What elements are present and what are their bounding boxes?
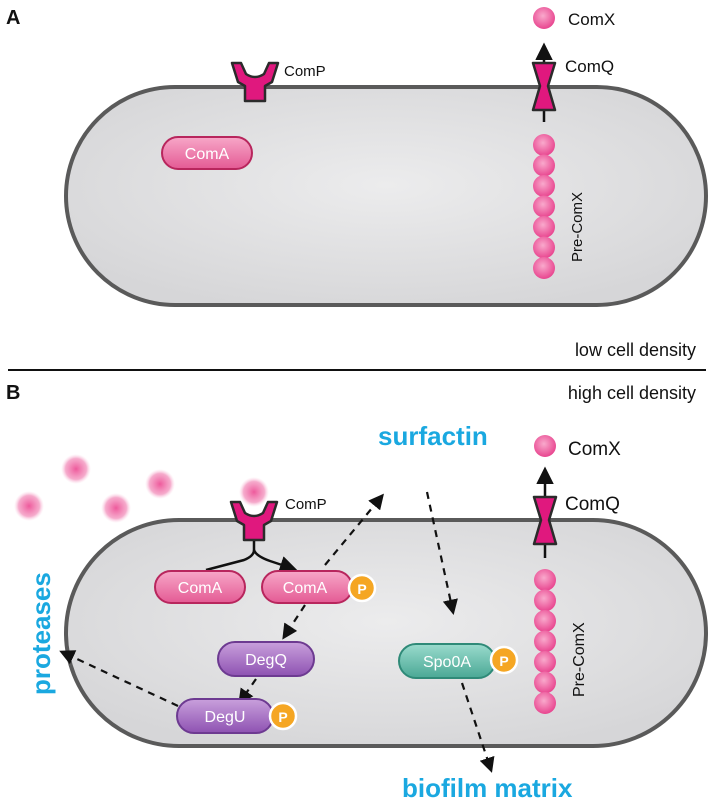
free-comx-bead <box>61 454 91 484</box>
cell-b <box>64 518 708 748</box>
phosphate-label: P <box>278 709 287 725</box>
phosphate-icon <box>347 573 377 603</box>
comp-label-a: ComP <box>284 63 326 80</box>
comx-bead-b <box>534 435 556 457</box>
comq-transporter-a <box>531 61 557 112</box>
panel-a-label: A <box>6 7 20 29</box>
coma-protein-b <box>154 570 246 604</box>
comp-receptor-a <box>230 61 280 103</box>
high-density-label: high cell density <box>568 383 696 403</box>
surfactin-label: surfactin <box>378 421 488 451</box>
comp-label-b: ComP <box>285 496 327 513</box>
panel-b-label: B <box>6 382 20 404</box>
proteases-label: proteases <box>26 572 56 695</box>
precomx-bead <box>534 671 556 694</box>
coma-p-label: ComA <box>283 580 328 597</box>
coma-protein-a <box>161 136 253 170</box>
precomx-bead <box>534 589 556 612</box>
precomx-bead <box>533 154 555 177</box>
precomx-label-b: Pre-ComX <box>571 622 588 697</box>
comq-transporter-b <box>532 495 558 546</box>
degq-to-degu-arrow <box>238 678 257 705</box>
spo0a-to-biofilm-arrow <box>460 682 495 773</box>
comp-phosphorylation-arrow <box>252 549 298 573</box>
low-density-label: low cell density <box>575 340 696 360</box>
comx-bead-a <box>533 7 555 29</box>
biofilm-label: biofilm matrix <box>402 773 573 803</box>
bound-comx-bead <box>239 477 269 507</box>
precomx-bead <box>533 134 555 156</box>
precomx-bead <box>534 569 556 591</box>
phosphate-label: P <box>357 581 366 597</box>
coma-to-surfactin-arrow <box>324 493 384 566</box>
extracellular-comx <box>14 454 269 523</box>
precomx-bead <box>534 630 556 653</box>
precomx-bead <box>533 257 555 279</box>
precomx-bead <box>534 610 556 632</box>
precomx-chain-a <box>533 134 555 279</box>
degq-protein <box>217 641 315 677</box>
degu-label: DegU <box>205 709 246 726</box>
free-comx-bead <box>101 493 131 523</box>
phosphate-icon <box>489 645 519 675</box>
degq-label: DegQ <box>245 652 287 669</box>
free-comx-bead <box>14 491 44 521</box>
precomx-bead <box>533 236 555 259</box>
comq-label-a: ComQ <box>565 57 614 76</box>
free-comx-bead <box>145 469 175 499</box>
phosphate-label: P <box>499 653 508 669</box>
coma-label-a: ComA <box>185 146 230 163</box>
spo0a-label: Spo0A <box>423 654 471 671</box>
precomx-label-a: Pre-ComX <box>569 192 586 262</box>
coma-label-b: ComA <box>178 580 223 597</box>
comq-label-b: ComQ <box>565 494 620 515</box>
cell-a <box>64 85 708 307</box>
precomx-bead <box>534 692 556 714</box>
precomx-bead <box>533 216 555 238</box>
coma-to-degq-arrow <box>282 604 306 640</box>
precomx-bead <box>534 651 556 673</box>
comx-label-a: ComX <box>568 10 615 29</box>
degu-to-proteases-arrow <box>59 650 179 707</box>
precomx-chain-b <box>534 569 556 714</box>
precomx-bead <box>533 175 555 197</box>
comx-label-b: ComX <box>568 439 621 460</box>
phosphate-icon <box>268 701 298 731</box>
precomx-bead <box>533 195 555 218</box>
comp-receptor-b <box>229 500 279 542</box>
